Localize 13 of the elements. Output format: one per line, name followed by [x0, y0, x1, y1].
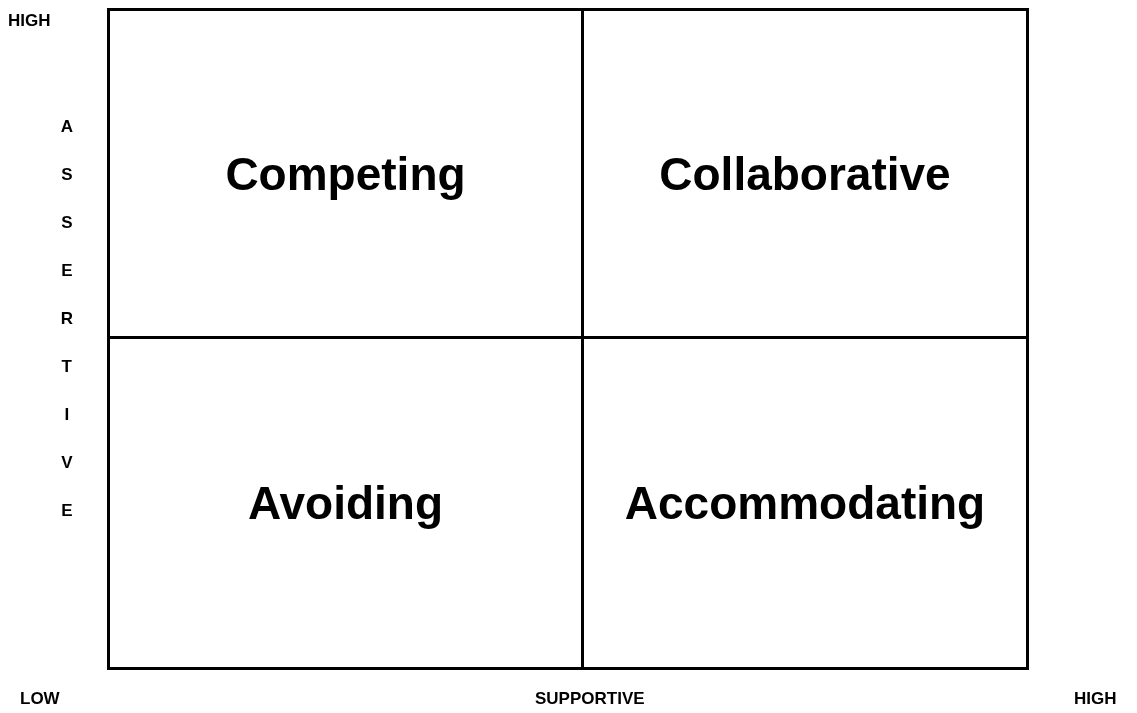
axis-label: ASSERTIVE [60, 116, 74, 522]
quadrant-box [107, 8, 584, 339]
quadrant-label: Avoiding [247, 476, 444, 530]
quadrant-box [581, 8, 1029, 339]
axis-label: HIGH [1074, 689, 1117, 709]
quadrant-label: Collaborative [659, 146, 951, 201]
axis-label: SUPPORTIVE [535, 689, 645, 709]
quadrant-box [107, 336, 584, 670]
axis-label: HIGH [8, 11, 51, 31]
quadrant-label: Competing [225, 146, 466, 201]
quadrant-label: Accommodating [624, 476, 986, 530]
axis-label: LOW [20, 689, 60, 709]
quadrant-box [581, 336, 1029, 670]
